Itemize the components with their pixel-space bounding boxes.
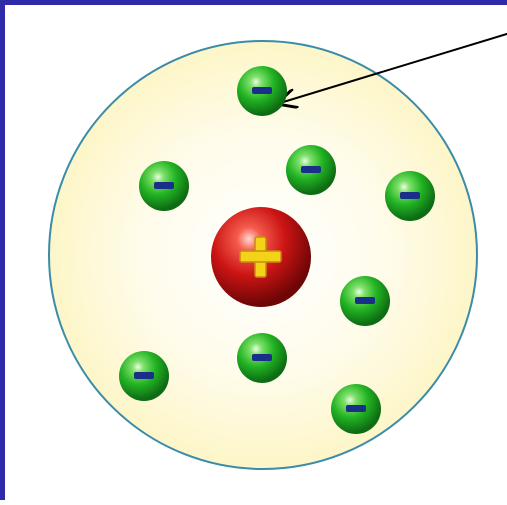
- electron: [237, 66, 287, 116]
- positive-charge: [211, 207, 311, 307]
- electron: [286, 145, 336, 195]
- minus-sign: [134, 372, 154, 379]
- minus-sign: [252, 87, 272, 94]
- minus-sign: [301, 166, 321, 173]
- minus-sign: [400, 192, 420, 199]
- plus-sign-core: [256, 252, 265, 261]
- atom-model-diagram: [5, 5, 507, 505]
- minus-sign: [346, 405, 366, 412]
- electron: [139, 161, 189, 211]
- electron: [119, 351, 169, 401]
- minus-sign: [252, 354, 272, 361]
- electron: [385, 171, 435, 221]
- electron: [331, 384, 381, 434]
- minus-sign: [355, 297, 375, 304]
- minus-sign: [154, 182, 174, 189]
- electron: [237, 333, 287, 383]
- electron: [340, 276, 390, 326]
